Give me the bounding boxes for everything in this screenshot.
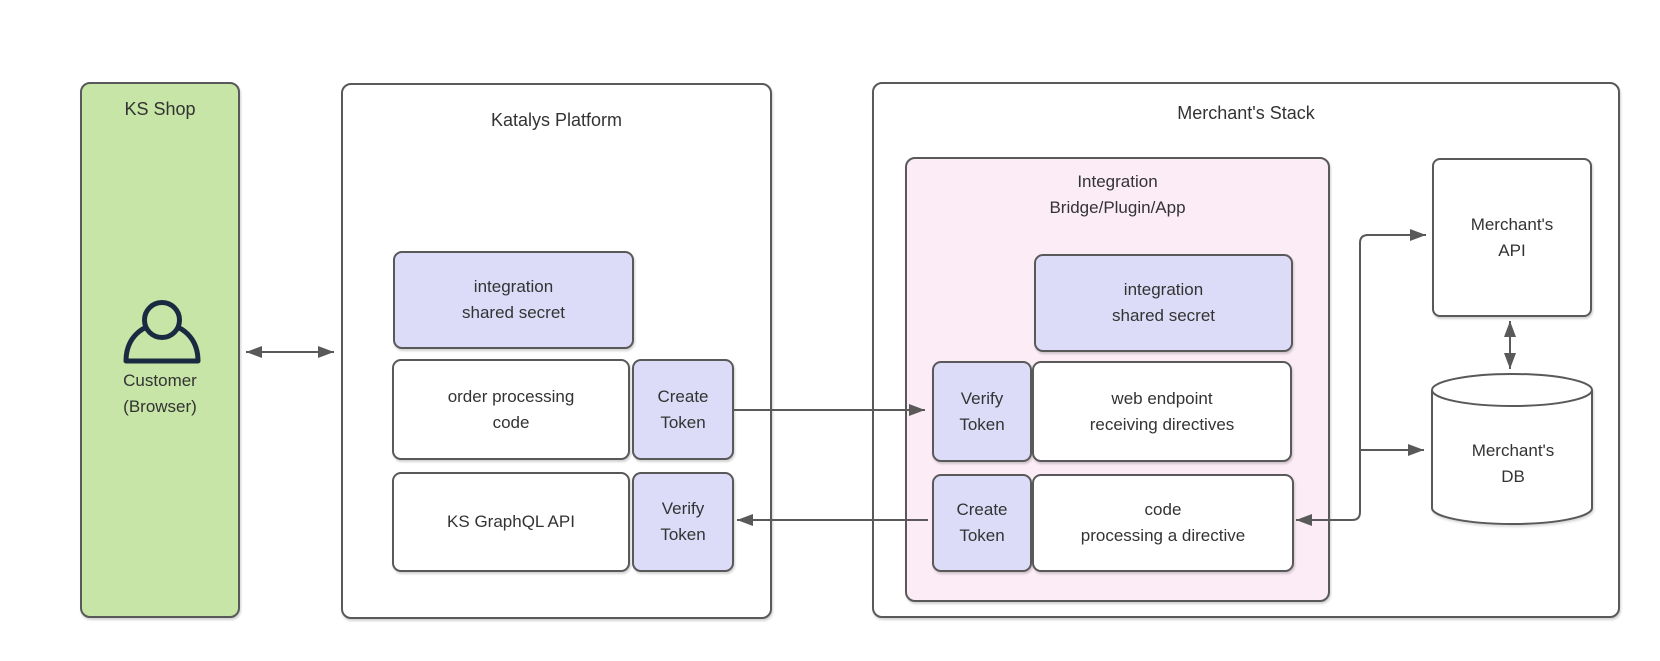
customer-label: Customer (Browser) — [123, 371, 197, 416]
merchants-db-label: Merchant's DB — [1471, 441, 1555, 486]
db-cylinder-shape — [1431, 373, 1593, 525]
merchant-create-token-box: Create Token — [932, 474, 1032, 572]
person-icon — [123, 300, 201, 364]
code-processing-box: code processing a directive — [1032, 474, 1294, 572]
merchants-stack-title: Merchant's Stack — [1177, 103, 1315, 123]
ks-shop-title: KS Shop — [124, 99, 196, 119]
order-processing-code-box: order processing code — [392, 359, 630, 460]
merchant-verify-token-box: Verify Token — [932, 361, 1032, 462]
katalys-verify-token-box: Verify Token — [632, 472, 734, 572]
katalys-create-token-box: Create Token — [632, 359, 734, 460]
katalys-platform-box: Katalys Platform integration shared secr… — [341, 83, 772, 619]
merchants-api-box: Merchant's API — [1432, 158, 1592, 317]
merchant-shared-secret-box: integration shared secret — [1034, 254, 1293, 352]
integration-bridge-box: Integration Bridge/Plugin/App integratio… — [905, 157, 1330, 602]
ks-graphql-api-box: KS GraphQL API — [392, 472, 630, 572]
ks-shop-box: KS Shop Customer (Browser) — [80, 82, 240, 618]
katalys-shared-secret-box: integration shared secret — [393, 251, 634, 349]
merchants-stack-box: Merchant's Stack Integration Bridge/Plug… — [872, 82, 1620, 618]
integration-bridge-title: Integration Bridge/Plugin/App — [1049, 172, 1186, 217]
katalys-title: Katalys Platform — [490, 110, 623, 130]
web-endpoint-box: web endpoint receiving directives — [1032, 361, 1292, 462]
merchants-db-cylinder: Merchant's DB — [1430, 372, 1596, 528]
